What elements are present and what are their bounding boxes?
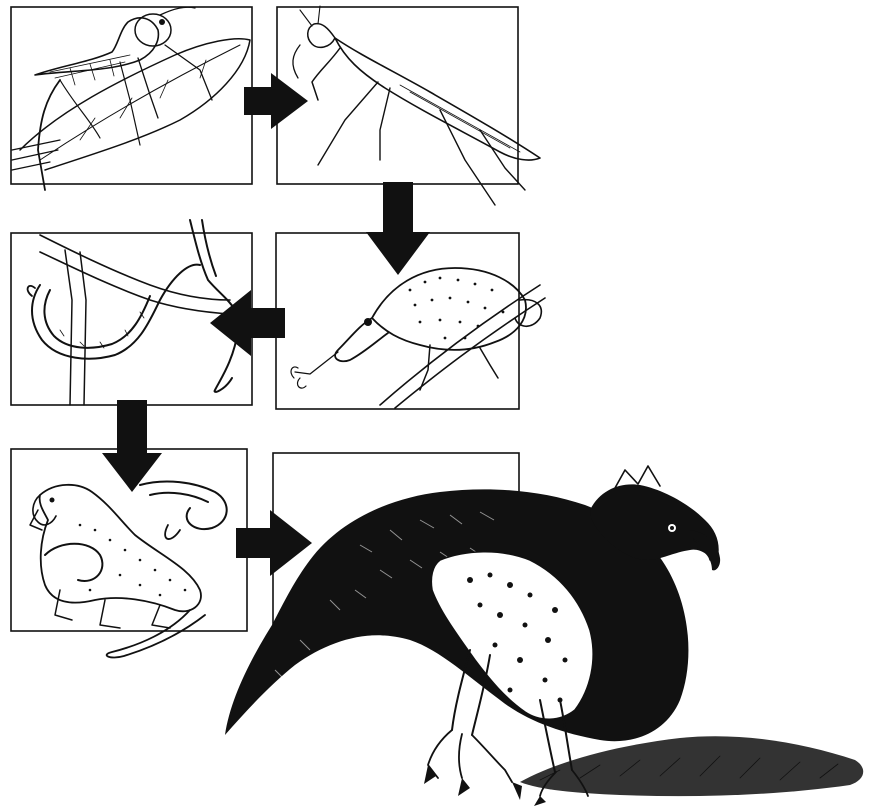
panel-praying-mantis — [277, 6, 540, 205]
panel-snake — [11, 220, 252, 405]
panel-grasshopper — [11, 7, 252, 190]
panel-eagle — [225, 453, 863, 806]
panel-frame — [11, 7, 252, 184]
panel-chameleon — [276, 233, 545, 409]
